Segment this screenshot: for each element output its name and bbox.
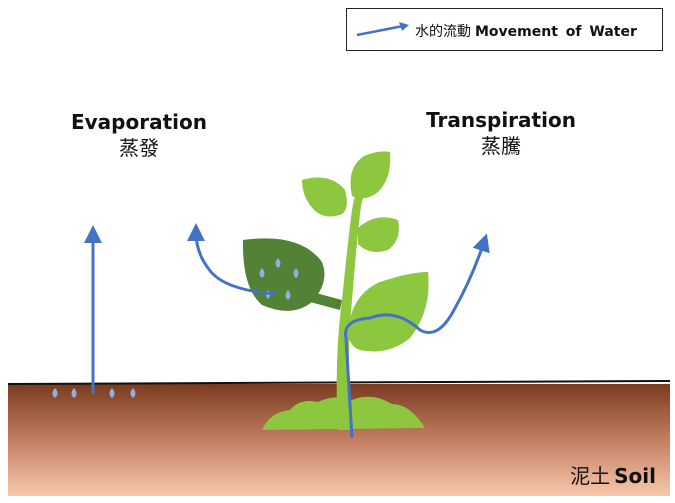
arrow-icon xyxy=(356,22,409,37)
soil-label-en: Soil xyxy=(614,464,656,488)
evaporation-label: Evaporation 蒸發 xyxy=(68,110,210,162)
water-drop-icon xyxy=(130,388,136,398)
water-drop-icon xyxy=(293,268,299,278)
transpiration-label-zh: 蒸騰 xyxy=(481,134,521,158)
evaporation-label-zh: 蒸發 xyxy=(119,136,159,160)
transpiration-label-en: Transpiration xyxy=(426,108,576,132)
legend-label-zh: 水的流動 xyxy=(415,24,471,40)
plant-icon xyxy=(242,151,429,430)
soil-label-zh: 泥土 xyxy=(570,464,611,488)
water-drop-icon xyxy=(259,268,265,278)
soil-water-drops xyxy=(52,388,136,398)
transpiration-label: Transpiration 蒸騰 xyxy=(424,108,578,160)
water-drop-icon xyxy=(109,388,115,398)
legend-label-en: Movement of Water xyxy=(475,24,637,40)
water-drop-icon xyxy=(285,290,291,300)
transpiration-arrow-icon xyxy=(344,233,490,439)
water-drop-icon xyxy=(71,388,77,398)
leaf-arrow-icon xyxy=(187,223,277,296)
water-drop-icon xyxy=(275,258,281,268)
water-drop-icon xyxy=(52,388,58,398)
evaporation-label-en: Evaporation xyxy=(70,110,207,134)
